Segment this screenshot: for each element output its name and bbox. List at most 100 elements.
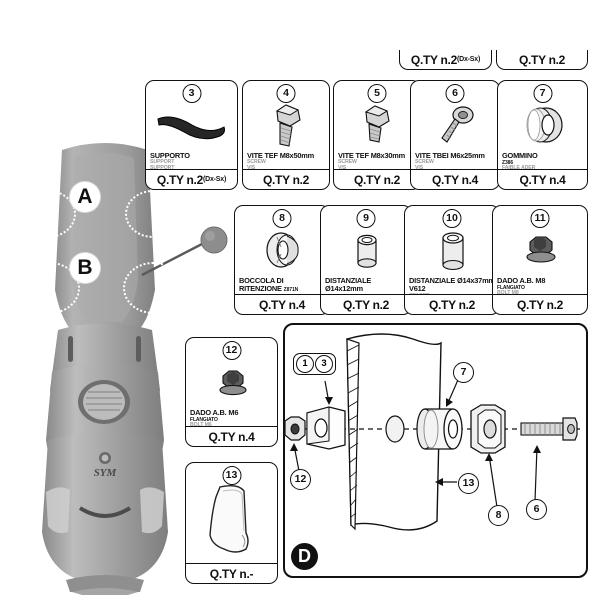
mount-zone-b-right (123, 262, 183, 314)
vehicle-illustration: SYM A B (20, 140, 187, 595)
part-panel-7[interactable]: 7 GOMMINO Z386 FAIBLE ADER CHALIMAARD GU… (497, 80, 588, 190)
part-qty-6: Q.TY n.4 (411, 169, 499, 189)
part-code-11: FLANGIATO (497, 285, 525, 292)
marker-a-label: A (77, 185, 93, 208)
spacer-sleeve-icon (321, 224, 411, 276)
part-title-4: VITE TEF M8x50mm (247, 151, 315, 160)
plastic-bush-icon (235, 224, 329, 276)
part-panel-11[interactable]: 11 DADO A.B. M8 FLANGIATO BOLT M8 ECROU … (492, 205, 588, 315)
part-qty-7: Q.TY n.4 (498, 169, 587, 189)
assembly-diagram-panel: 1 3 12 7 13 8 6 D (283, 323, 588, 578)
part-number-6: 6 (445, 84, 465, 103)
part-title-10b: V612 (409, 284, 426, 294)
part-desc-4: VITE TEF M8x50mm SCREW VIS SCHRAUBE TORN… (243, 151, 329, 169)
assembly-callout-6[interactable]: 6 (526, 499, 547, 520)
part-title-9: DISTANZIALE Ø14x12mm (325, 276, 372, 294)
marker-b-label: B (77, 256, 93, 279)
bracket-icon (146, 99, 237, 151)
part-number-4: 4 (276, 84, 296, 103)
qty-stub-1-suffix: (Dx-Sx) (456, 56, 481, 63)
part-panel-12[interactable]: 12 DADO A.B. M6 FLANGIATO BOLT M6 ECROU … (185, 337, 278, 447)
part-desc-9: DISTANZIALE Ø14x12mm Foro Ø8,5mm, V005 S… (321, 276, 411, 294)
part-title-10: DISTANZIALE Ø14x37mm (409, 276, 495, 285)
part-qty-9: Q.TY n.2 (321, 294, 411, 314)
part-panel-10[interactable]: 10 DISTANZIALE Ø14x37mm V612 SPACER ENTR… (404, 205, 500, 315)
part-title-12: DADO A.B. M6 (190, 408, 239, 417)
part-qty-3-value: Q.TY n.2 (156, 172, 203, 187)
part-title-6: VITE TBEI M6x25mm (415, 151, 485, 160)
part-title-8b-text: RITENZIONE (239, 284, 282, 294)
part-sub-4-0: SCREW (247, 159, 266, 166)
part-panel-6[interactable]: 6 VITE TBEI M6x25mm SCREW VIS SCHRAUBE T… (410, 80, 500, 190)
part-qty-10: Q.TY n.2 (405, 294, 499, 314)
part-number-7: 7 (533, 84, 552, 103)
assembly-callout-3: 3 (315, 355, 333, 373)
qty-stub-1-label: Q.TY n.2 (410, 52, 457, 67)
part-sub-12-0: BOLT M6 (190, 422, 212, 426)
assembly-step-badge-d: D (291, 543, 318, 570)
part-qty-12-value: Q.TY n.4 (208, 429, 255, 444)
part-title-7-text: GOMMINO (502, 151, 538, 160)
fairing-panel-icon (186, 481, 277, 559)
assembly-exploded-view (284, 333, 583, 531)
part-qty-5-value: Q.TY n.2 (353, 172, 401, 187)
part-sub-7-0: FAIBLE ADER (502, 165, 536, 169)
part-title-5: VITE TEF M8x30mm (338, 151, 406, 160)
part-code-8: Z871N (283, 287, 299, 294)
part-qty-13-value: Q.TY n.- (209, 566, 254, 581)
part-panel-4[interactable]: 4 VITE TEF M8x50mm SCREW VIS SCHRAUBE TO… (242, 80, 330, 190)
part-title-11: DADO A.B. M8 (497, 276, 546, 285)
part-panel-5[interactable]: 5 VITE TEF M8x30mm SCREW VIS SCHRAUBE TO… (333, 80, 421, 190)
part-number-9: 9 (356, 209, 376, 228)
part-number-12: 12 (222, 341, 241, 360)
part-code-12: FLANGIATO (190, 417, 218, 424)
part-number-10: 10 (442, 209, 462, 228)
part-panel-8[interactable]: 8 BOCCOLA DI RITENZIONE Z871N PLASTIC BU… (234, 205, 330, 315)
part-number-8: 8 (272, 209, 292, 228)
part-code-7: Z386 (502, 160, 513, 167)
part-title-8b: RITENZIONE Z871N (239, 285, 325, 294)
assembly-callout-1: 1 (296, 355, 314, 373)
part-desc-12: DADO A.B. M6 FLANGIATO BOLT M6 ECROU M6 … (186, 408, 277, 426)
part-panel-3[interactable]: 3 SUPPORTO SUPPORT SUPPORT HALTERUNG SOP… (145, 80, 238, 190)
part-qty-9-value: Q.TY n.2 (342, 297, 390, 312)
part-number-13: 13 (222, 466, 241, 485)
part-sub-6-0: SCREW (415, 159, 434, 166)
part-qty-3: Q.TY n.2(Dx-Sx) (146, 169, 237, 189)
part-qty-10-value: Q.TY n.2 (428, 297, 476, 312)
part-sub-5-0: SCREW (338, 159, 357, 166)
assembly-callout-group-1-3[interactable]: 1 3 (293, 353, 336, 375)
rubber-grommet-icon (498, 99, 587, 151)
qty-stub-2-label: Q.TY n.2 (518, 52, 566, 67)
part-sub-4-1: VIS (247, 165, 256, 169)
part-qty-12: Q.TY n.4 (186, 426, 277, 446)
part-qty-7-value: Q.TY n.4 (519, 172, 566, 187)
part-sub-3-1: SUPPORT (150, 165, 175, 169)
part-sub-11-0: BOLT M8 (497, 290, 519, 294)
part-desc-7: GOMMINO Z386 FAIBLE ADER CHALIMAARD GUMM… (498, 151, 587, 169)
part-qty-4: Q.TY n.2 (243, 169, 329, 189)
assembly-callout-13[interactable]: 13 (458, 473, 479, 494)
assembly-callout-7[interactable]: 7 (453, 362, 474, 383)
hex-bolt-icon (243, 99, 329, 151)
part-sub-6-1: VIS (415, 165, 424, 169)
flange-nut-small-icon (186, 356, 277, 408)
part-number-3: 3 (182, 84, 201, 103)
flange-nut-icon (493, 224, 587, 276)
part-desc-10: DISTANZIALE Ø14x37mm V612 SPACER ENTRETO… (405, 276, 499, 294)
mount-zone-a-right (125, 190, 181, 238)
part-qty-6-value: Q.TY n.4 (431, 172, 479, 187)
part-qty-4-value: Q.TY n.2 (262, 172, 310, 187)
part-sub-3-0: SUPPORT (150, 159, 175, 166)
marker-a: A (70, 182, 100, 212)
part-desc-8: BOCCOLA DI RITENZIONE Z871N PLASTIC BUSH… (235, 276, 329, 294)
part-number-11: 11 (530, 209, 550, 228)
part-qty-11: Q.TY n.2 (493, 294, 587, 314)
part-panel-9[interactable]: 9 DISTANZIALE Ø14x12mm Foro Ø8,5mm, V005… (320, 205, 412, 315)
qty-stub-2: Q.TY n.2 (496, 50, 588, 70)
part-panel-13[interactable]: 13 Q.TY n.- (185, 462, 278, 584)
assembly-callout-12[interactable]: 12 (290, 469, 311, 490)
assembly-callout-8[interactable]: 8 (488, 505, 509, 526)
part-qty-5: Q.TY n.2 (334, 169, 420, 189)
part-number-5: 5 (367, 84, 387, 103)
